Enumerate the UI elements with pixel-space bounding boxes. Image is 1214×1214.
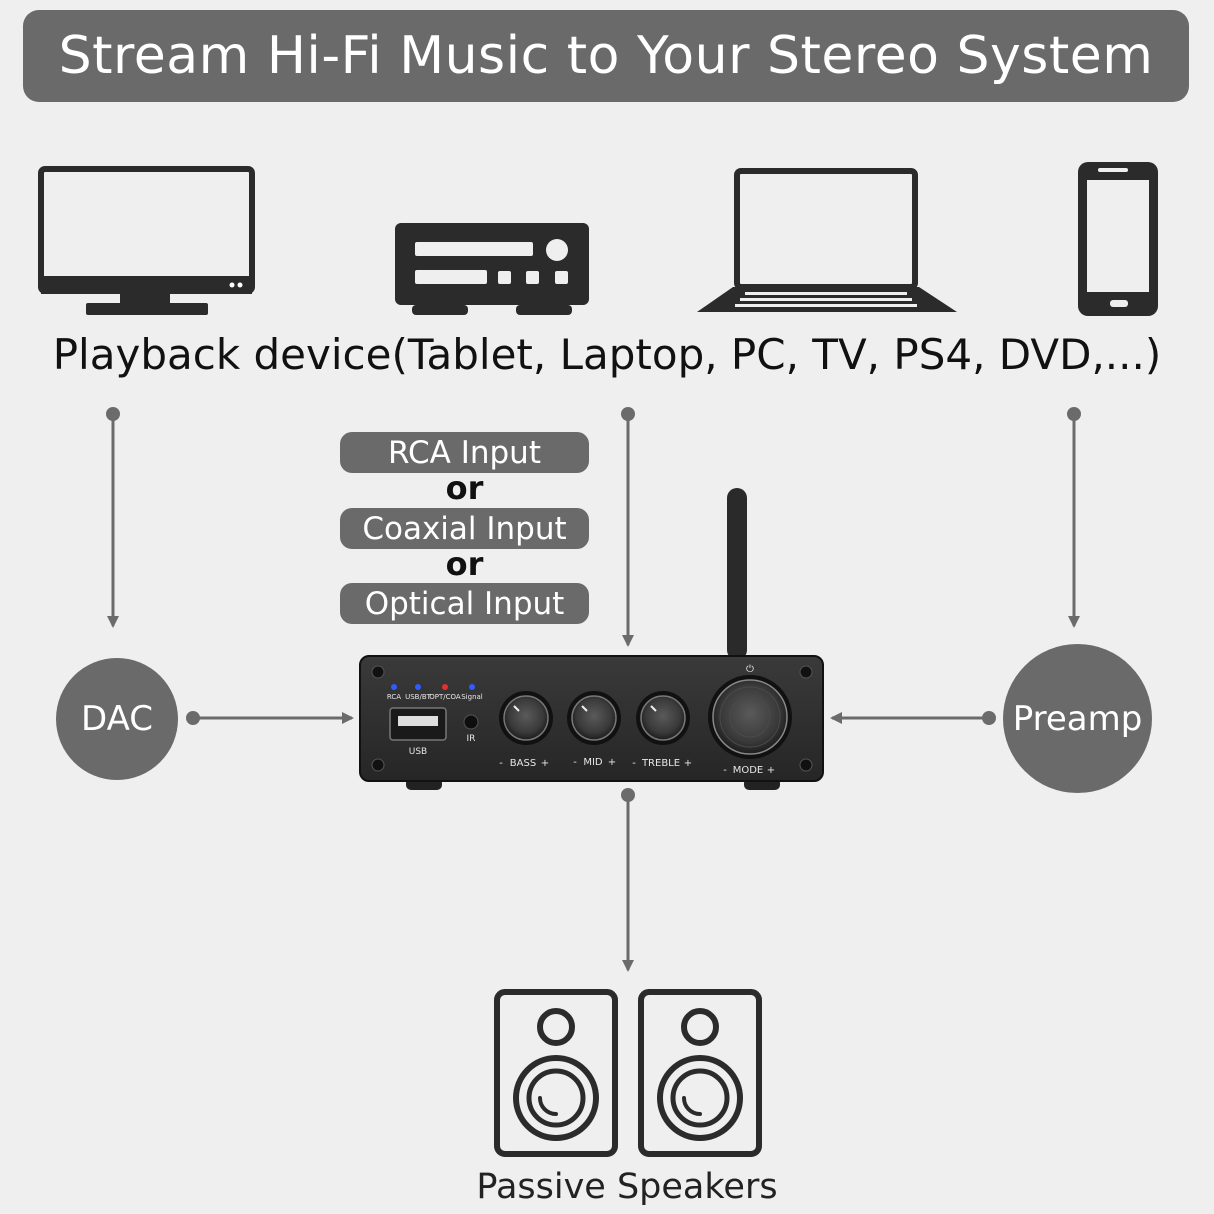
- treble-label: TREBLE: [641, 758, 680, 769]
- led-signal: [469, 684, 475, 690]
- bass-minus: -: [499, 758, 503, 769]
- arrow-to-preamp: [1067, 407, 1081, 628]
- treble-knob[interactable]: [636, 691, 690, 745]
- mode-plus: +: [767, 765, 775, 776]
- amplifier-device: RCA USB/BT OPT/COA Signal USB IR: [359, 488, 824, 790]
- arrow-preamp-to-amp: [830, 711, 996, 725]
- preamp-circle: Preamp: [1003, 644, 1152, 793]
- arrow-to-dac: [106, 407, 120, 628]
- mode-minus: -: [723, 765, 727, 776]
- speaker-icon: [638, 989, 762, 1157]
- treble-minus: -: [632, 758, 636, 769]
- led-label-signal: Signal: [461, 693, 483, 701]
- or-label: or: [445, 469, 484, 507]
- ir-sensor: [463, 714, 479, 730]
- mode-label: MODE: [733, 765, 764, 776]
- mid-knob[interactable]: [567, 691, 621, 745]
- title-banner: Stream Hi-Fi Music to Your Stereo System: [23, 10, 1189, 102]
- power-icon: ⏻: [746, 664, 754, 675]
- arrow-to-amp: [621, 407, 635, 647]
- led-label-rca: RCA: [387, 693, 401, 701]
- coaxial-input-pill: Coaxial Input: [340, 508, 589, 549]
- passive-speakers-label: Passive Speakers: [476, 1167, 778, 1207]
- laptop-icon: [697, 168, 957, 312]
- rca-input-pill: RCA Input: [340, 432, 589, 473]
- mid-label: MID: [583, 757, 603, 768]
- ir-label: IR: [467, 734, 476, 744]
- arrow-amp-to-speakers: [621, 788, 635, 972]
- playback-device-label: Playback device(Tablet, Laptop, PC, TV, …: [52, 330, 1162, 379]
- monitor-icon: [38, 166, 255, 315]
- or-label: or: [445, 545, 484, 583]
- led-usb: [415, 684, 421, 690]
- mid-minus: -: [573, 757, 577, 768]
- arrow-dac-to-amp: [186, 711, 354, 725]
- mid-plus: +: [608, 757, 616, 768]
- optical-input-pill: Optical Input: [340, 583, 589, 624]
- smartphone-icon: [1078, 162, 1158, 316]
- title-text: Stream Hi-Fi Music to Your Stereo System: [58, 26, 1154, 86]
- preamp-label: Preamp: [1012, 698, 1143, 739]
- led-rca: [391, 684, 397, 690]
- dvd-player-icon: [395, 223, 589, 315]
- dac-label: DAC: [81, 699, 153, 739]
- antenna: [727, 488, 747, 660]
- led-label-opt: OPT/COA: [429, 693, 461, 701]
- bass-label: BASS: [510, 758, 536, 769]
- speaker-icon: [494, 989, 618, 1157]
- mode-knob[interactable]: [708, 675, 792, 759]
- bass-knob[interactable]: [499, 691, 553, 745]
- bass-plus: +: [541, 758, 549, 769]
- led-opt: [442, 684, 448, 690]
- dac-circle: DAC: [56, 658, 178, 780]
- usb-label: USB: [409, 747, 427, 757]
- led-label-usb: USB/BT: [405, 693, 432, 701]
- treble-plus: +: [684, 758, 692, 769]
